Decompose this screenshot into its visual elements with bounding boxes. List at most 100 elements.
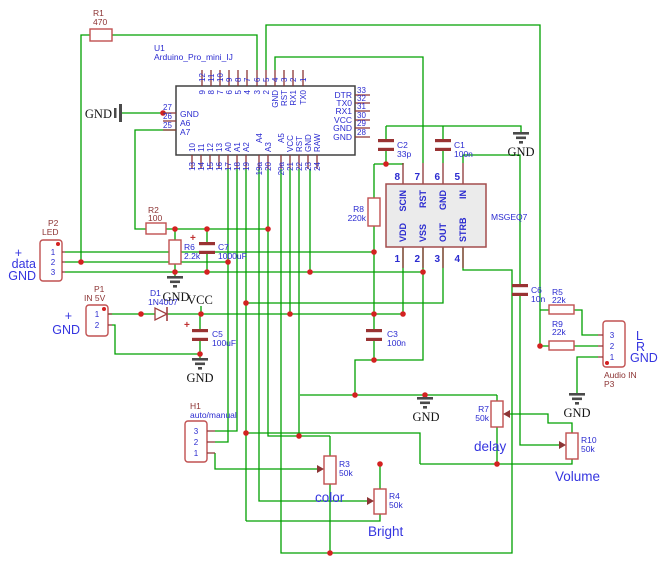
r5-val: 22k [552,295,566,305]
connector-p1-in5v: P1 IN 5V 1 2 + GND [52,284,112,337]
u1-pin-num: 27 [163,103,172,112]
net-label-plus: + [65,309,72,323]
u1-pin-num: 13 [188,161,197,170]
vcc-label: VCC [187,293,213,307]
r2-ref: R2 [148,205,159,215]
c3-val: 100n [387,338,406,348]
c1-ref: C1 [454,140,465,150]
net-label-gnd: GND [52,323,80,337]
u1-pin-num: 20a [277,161,286,175]
u1-pin-name: RST [295,136,304,152]
p1-ref: P1 [94,284,105,294]
net-label-data: data [12,257,36,271]
u1-pin-name: 8 [207,89,216,94]
u1-pin-name: A5 [277,133,286,143]
p1-pin-num: 1 [95,310,100,319]
net-label-plus: + [15,246,22,260]
u1-pin-name: A4 [255,133,264,143]
r7-ref: R7 [478,404,489,414]
potentiometer-r3: R3 50k color [315,455,353,505]
u1-pin-name: RX1 [289,89,298,105]
capacitor-c5: + C5 100uF [184,320,236,348]
r3-wiper-arrow [317,465,324,473]
r1-val: 470 [93,17,107,27]
connector-p2-led: P2 LED 1 2 3 + data GND [8,218,65,283]
msgeq7-pin-num: 3 [434,254,440,265]
u1-pin-num: 12 [198,73,207,82]
capacitor-c1: C1 100n [435,139,473,159]
u1-pin-name: VCC [286,135,295,152]
u1-pin-num: 3 [280,77,289,82]
msgeq7-pin-num: 6 [434,172,440,183]
msgeq7-pin-num: 5 [454,172,460,183]
u1-pin-name: GND [271,90,280,108]
msgeq7-pin-num: 7 [414,172,420,183]
u1-pin-name: A3 [264,142,273,152]
u1-pin-name: GND [333,132,352,142]
net-label-gnd: GND [630,351,658,365]
vcc-symbol: VCC [187,293,213,307]
c7-val: 1000uF [218,251,247,261]
msgeq7-pin-num: 1 [394,254,400,265]
p2-pin1-marker [56,242,60,246]
gnd-symbol-p3: GND [563,393,591,420]
ic-arduino-pro-mini: U1 Arduino_Pro_mini_IJ 12 11 10 9 8 7 6 … [154,43,370,175]
p2-ref: P2 [48,218,59,228]
potentiometer-r4: R4 50k Bright [367,488,404,539]
r10-val: 50k [581,444,595,454]
msgeq7-pin-name: VDD [398,222,408,242]
p3-val: Audio IN [604,370,637,380]
u1-pin-num: 26 [163,112,172,121]
u1-pin-num: 28 [357,128,366,137]
u1-pin-num: 29 [357,119,366,128]
r4-ref: R4 [389,491,400,501]
u1-pin-name: A7 [180,127,191,137]
u1-pin-num: 4 [271,77,280,82]
c7-polarity: + [190,233,196,244]
capacitor-c3: C3 100n [366,329,406,348]
msgeq7-pin-name: OUT [438,223,448,243]
gnd-label: GND [563,406,590,420]
msgeq7-pin-name: SCIN [398,190,408,212]
c2-ref: C2 [397,140,408,150]
diode-d1: D1 1N4007 [148,288,178,322]
p1-pin-num: 2 [95,321,100,330]
u1-pin-name: A1 [233,142,242,152]
u1-pin-name: 5 [234,89,243,94]
u1-pin-num: 17 [224,161,233,170]
r9-val: 22k [552,327,566,337]
u1-pin-num: 30 [357,111,366,120]
p3-ref: P3 [604,379,615,389]
u1-pin-name: A0 [224,142,233,152]
r6-ref: R6 [184,242,195,252]
c2-val: 33p [397,149,411,159]
c5-ref: C5 [212,329,223,339]
gnd-label: GND [162,290,189,304]
u1-pin-num: 19 [242,161,251,170]
p2-val: LED [42,227,59,237]
u1-pin-num: 1 [299,77,308,82]
u1-pin-name: 7 [216,89,225,94]
msgeq7-body [385,183,487,248]
r4-val: 50k [389,500,403,510]
connector-p3-audio-in: 3 2 1 L R GND Audio IN P3 [598,320,658,389]
h1-pin-num: 1 [194,449,199,458]
capacitor-c2: C2 33p [378,139,411,159]
p1-pin1-marker [102,307,106,311]
gnd-label: GND [85,107,112,121]
u1-pin-num: 16 [215,161,224,170]
u1-pin-name: 13 [215,143,224,152]
p3-pin1-marker [605,361,609,365]
u1-pin-num: 23 [304,161,313,170]
junction-dots [78,110,543,556]
p1-val: IN 5V [84,293,106,303]
u1-pin-name: RAW [313,133,322,152]
u1-pin-num: 14 [197,161,206,170]
gnd-symbol-mid: GND [412,397,440,424]
net-label-right: R [636,340,645,354]
r7-wiper-arrow [503,410,510,418]
u1-pin-name: A2 [242,142,251,152]
u1-pin-num: 10 [216,73,225,82]
r5-ref: R5 [552,287,563,297]
msgeq7-pin-name: IN [458,190,468,199]
